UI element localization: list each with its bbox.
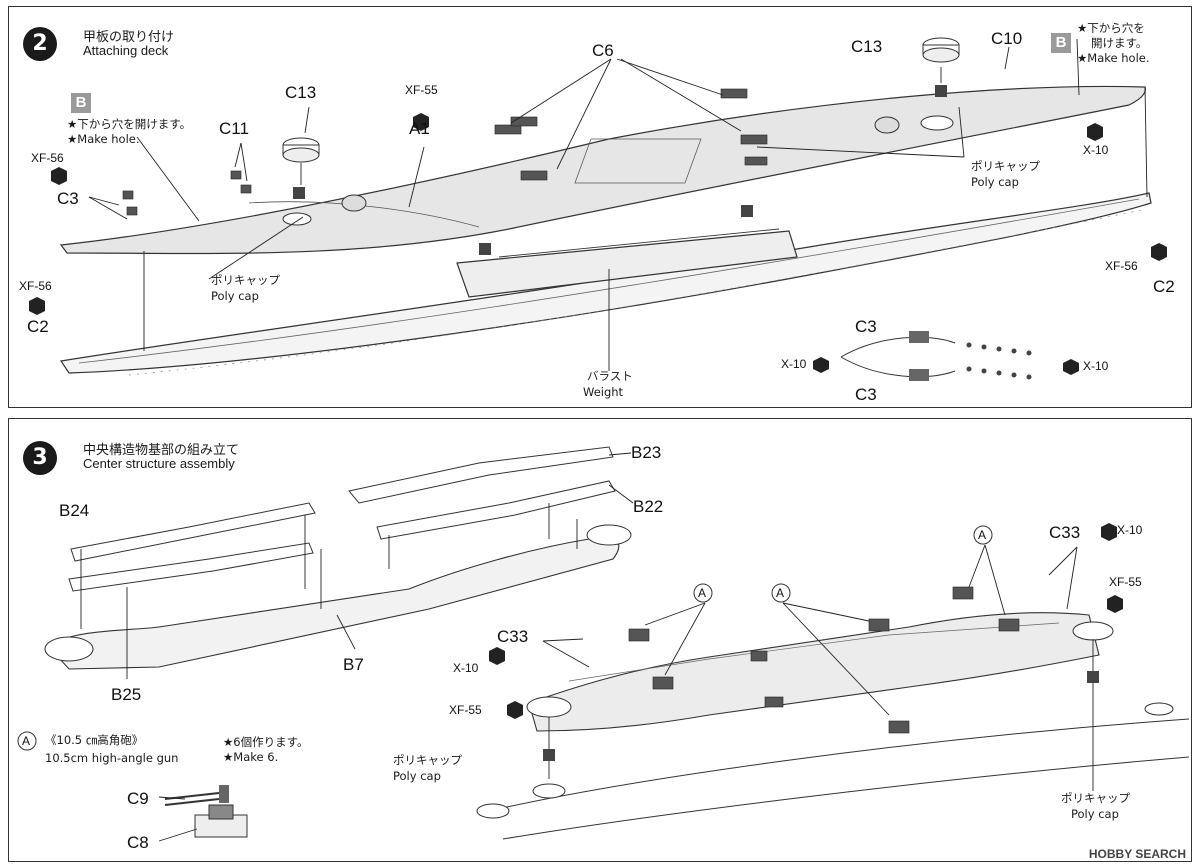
part-label-c2-right: C2: [1153, 277, 1175, 296]
part-label-c11: C11: [219, 119, 249, 138]
step-title-en: Center structure assembly: [83, 456, 235, 471]
paint-x10-inset-right: X-10: [1083, 359, 1109, 373]
part-label-c33-right: C33: [1049, 523, 1081, 542]
part-label-b7: B7: [343, 655, 364, 674]
b24-rail: [70, 502, 316, 562]
polycap-left-jp: ポリキャップ: [211, 273, 280, 287]
a-mark-legend: A: [22, 734, 31, 748]
part-label-c13: C13: [285, 83, 317, 102]
part-label-c6: C6: [592, 41, 614, 60]
part-label-c9: C9: [127, 789, 149, 808]
note-b-left-en: ★Make hole.: [67, 132, 140, 146]
hole-marker-b-left: B: [71, 93, 91, 113]
step3-panel: 3 中央構造物基部の組み立て Center structure assembly…: [8, 418, 1192, 862]
polycap-left-en: Poly cap: [393, 769, 441, 783]
deck-upper: [59, 85, 1146, 255]
polycap-left-jp: ポリキャップ: [393, 753, 462, 767]
part-label-b25: B25: [111, 685, 142, 704]
center-structure-base: [528, 612, 1100, 732]
part-label-c33-left: C33: [497, 627, 529, 646]
watermark: HOBBY SEARCH: [1088, 847, 1186, 861]
part-label-b22: B22: [633, 497, 664, 516]
make6-jp: ★6個作ります。: [223, 735, 309, 749]
step-number: 3: [23, 441, 57, 475]
part-label-c2-left: C2: [27, 317, 49, 336]
step-title-jp: 中央構造物基部の組み立て: [83, 443, 240, 458]
a-mark-1: A: [978, 528, 987, 542]
polycap-right-jp: ポリキャップ: [1061, 791, 1130, 805]
step2-drawing: [29, 37, 1167, 381]
b23-rail: [348, 446, 614, 504]
hull-lower: [59, 192, 1152, 374]
part-label-c3-bottom: C3: [855, 385, 877, 404]
step-number: 2: [23, 27, 57, 61]
step3-drawing: [17, 446, 1190, 842]
part-label-b24: B24: [59, 501, 90, 520]
step2-panel: 2 甲板の取り付け Attaching deck C6 C13 C13 C10 …: [8, 6, 1192, 408]
b22-rail: [376, 480, 616, 540]
step-title-jp: 甲板の取り付け: [83, 30, 175, 45]
step-title-en: Attaching deck: [83, 43, 169, 58]
polycap-right-en: Poly cap: [1071, 807, 1119, 821]
make6-en: ★Make 6.: [223, 750, 279, 764]
a-mark-3: A: [776, 586, 785, 600]
part-label-a1: A1: [409, 119, 430, 138]
polycap-right-jp: ポリキャップ: [971, 159, 1040, 173]
part-label-c10: C10: [991, 29, 1023, 48]
paint-xf56-right: XF-56: [1105, 259, 1138, 273]
polycap-right-en: Poly cap: [971, 175, 1019, 189]
paint-x10-inset-left: X-10: [781, 357, 807, 371]
part-label-c3-top: C3: [855, 317, 877, 336]
paint-xf56-c2: XF-56: [19, 279, 52, 293]
note-b-right-en: ★Make hole.: [1077, 51, 1150, 65]
weight-plate: [456, 230, 798, 298]
polycap-left-en: Poly cap: [211, 289, 259, 303]
paint-xf55-left: XF-55: [449, 703, 482, 717]
paint-xf55: XF-55: [405, 83, 438, 97]
weight-en: Weight: [583, 385, 624, 399]
part-label-b23: B23: [631, 443, 662, 462]
paint-x10-right: X-10: [1117, 523, 1143, 537]
note-b-left-jp: ★下から穴を開けます。: [67, 117, 192, 131]
part-label-c8: C8: [127, 833, 149, 852]
note-b-right-jp2: 開けます。: [1091, 36, 1148, 50]
note-b-right-jp1: ★下から穴を: [1077, 21, 1145, 35]
b7-base-frame: [48, 535, 620, 670]
paint-x10-right: X-10: [1083, 143, 1109, 157]
paint-x10-left: X-10: [453, 661, 479, 675]
paint-xf56-left: XF-56: [31, 151, 64, 165]
gun-title-jp: 《10.5 ㎝高角砲》: [45, 733, 144, 747]
weight-jp: バラスト: [587, 369, 633, 383]
gun-title-en: 10.5cm high-angle gun: [45, 751, 179, 765]
a-mark-2: A: [698, 586, 707, 600]
paint-xf55-right: XF-55: [1109, 575, 1142, 589]
part-label-c3: C3: [57, 189, 79, 208]
hole-marker-b-right: B: [1051, 33, 1071, 53]
b25-rail: [68, 542, 314, 592]
part-label-c13-right: C13: [851, 37, 883, 56]
